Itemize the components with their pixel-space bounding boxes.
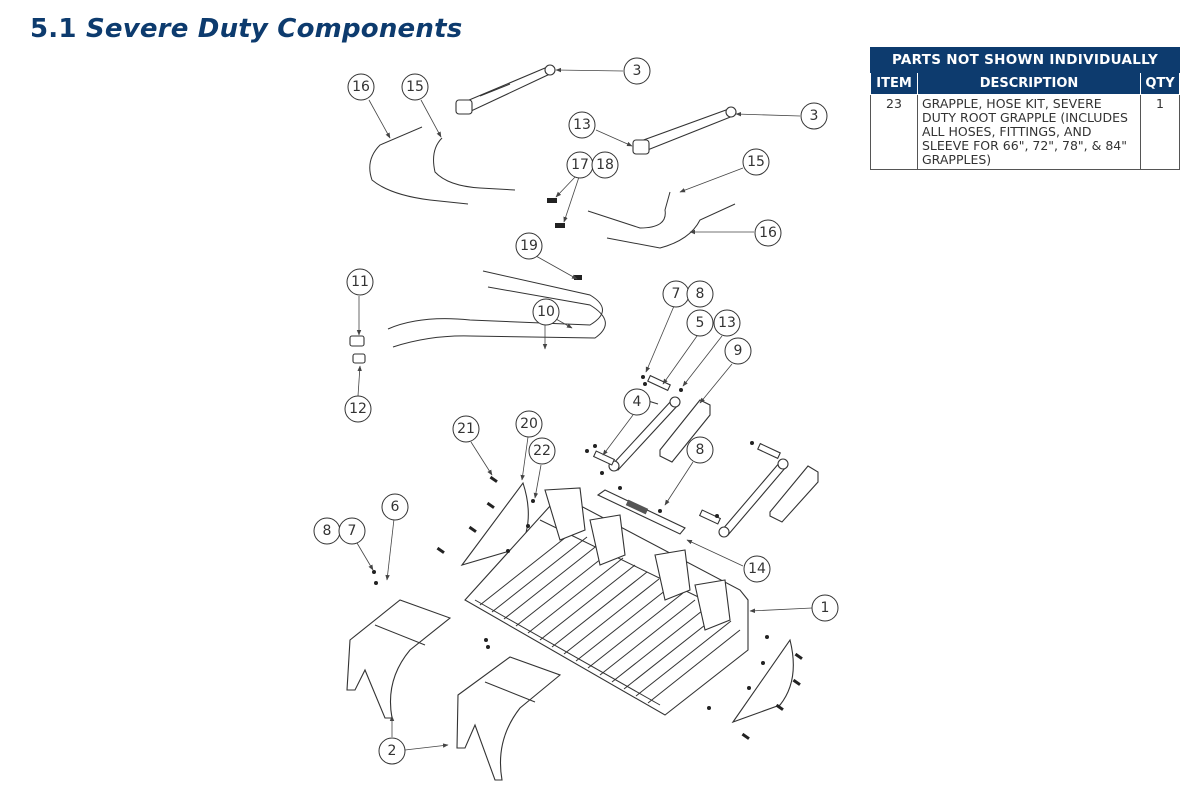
svg-text:18: 18 [596, 157, 614, 173]
svg-text:14: 14 [748, 561, 766, 577]
callout-12: 12 [344, 395, 372, 423]
svg-text:21: 21 [457, 421, 475, 437]
fittings [547, 198, 565, 228]
callout-15-left: 15 [401, 73, 429, 101]
side-plate-right [731, 638, 794, 724]
svg-text:15: 15 [406, 79, 424, 95]
hoses-upper-right [587, 191, 736, 249]
section-title: Severe Duty Components [85, 14, 463, 44]
svg-text:20: 20 [520, 416, 538, 432]
row-qty: 1 [1140, 94, 1180, 170]
grapple-frame [464, 487, 749, 716]
svg-text:22: 22 [533, 443, 551, 459]
callout-6: 6 [381, 493, 409, 521]
callout-16-right: 16 [754, 219, 782, 247]
cylinder-top-right [632, 106, 737, 155]
grapple-arm-right [456, 656, 562, 781]
callout-17: 17 [566, 151, 594, 179]
svg-text:17: 17 [571, 157, 589, 173]
callout-14: 14 [743, 555, 771, 583]
svg-text:5: 5 [696, 315, 705, 331]
svg-text:11: 11 [351, 274, 369, 290]
callout-1: 1 [811, 594, 839, 622]
svg-text:7: 7 [348, 523, 357, 539]
svg-text:15: 15 [747, 154, 765, 170]
cylinder-mid [592, 374, 681, 472]
svg-text:13: 13 [573, 117, 591, 133]
callout-5: 5 [686, 309, 714, 337]
callout-8-left: 8 [313, 517, 341, 545]
cylinder-top-left [455, 64, 556, 115]
callout-7-mid: 7 [662, 280, 690, 308]
callout-10: 10 [532, 298, 560, 326]
callout-11: 11 [346, 268, 374, 296]
callout-15-right: 15 [742, 148, 770, 176]
table-caption: PARTS NOT SHOWN INDIVIDUALLY [870, 47, 1180, 73]
svg-text:9: 9 [734, 343, 743, 359]
callout-3-right: 3 [800, 102, 828, 130]
header-item: ITEM [870, 72, 918, 95]
cylinder-right [698, 442, 819, 538]
parts-not-shown-table: PARTS NOT SHOWN INDIVIDUALLY ITEM DESCRI… [870, 47, 1180, 170]
svg-text:16: 16 [759, 225, 777, 241]
svg-text:10: 10 [537, 304, 555, 320]
callout-13-mid: 13 [713, 309, 741, 337]
svg-text:19: 19 [520, 238, 538, 254]
hardware-dots [372, 375, 803, 740]
svg-text:16: 16 [352, 79, 370, 95]
svg-text:1: 1 [821, 600, 830, 616]
callout-19: 19 [515, 232, 543, 260]
callout-21: 21 [452, 415, 480, 443]
table-row: 23 GRAPPLE, HOSE KIT, SEVERE DUTY ROOT G… [870, 94, 1180, 170]
svg-text:3: 3 [633, 63, 642, 79]
callout-20: 20 [515, 410, 543, 438]
svg-text:7: 7 [672, 286, 681, 302]
callout-2: 2 [378, 737, 406, 765]
callout-18: 18 [591, 151, 619, 179]
svg-text:12: 12 [349, 401, 367, 417]
leader-lines [356, 67, 813, 751]
row-description: GRAPPLE, HOSE KIT, SEVERE DUTY ROOT GRAP… [917, 94, 1141, 170]
svg-text:8: 8 [696, 442, 705, 458]
grapple-arm-left [346, 599, 452, 719]
section-number: 5.1 [30, 14, 77, 44]
hoses-middle [387, 270, 606, 348]
svg-text:3: 3 [810, 108, 819, 124]
callout-7-left: 7 [338, 517, 366, 545]
hoses-upper-left [369, 126, 516, 205]
svg-text:8: 8 [323, 523, 332, 539]
callout-8-mid: 8 [686, 280, 714, 308]
svg-text:4: 4 [633, 394, 642, 410]
couplers [349, 335, 366, 364]
callout-8-lower: 8 [686, 436, 714, 464]
page-title: 5.1 Severe Duty Components [30, 14, 462, 44]
svg-text:6: 6 [391, 499, 400, 515]
callout-13-top: 13 [568, 111, 596, 139]
callout-16-left: 16 [347, 73, 375, 101]
svg-text:13: 13 [718, 315, 736, 331]
svg-text:8: 8 [696, 286, 705, 302]
svg-text:2: 2 [388, 743, 397, 759]
header-qty: QTY [1140, 72, 1180, 95]
callout-9: 9 [724, 337, 752, 365]
callout-22: 22 [528, 437, 556, 465]
callout-3-top: 3 [623, 57, 651, 85]
hose-cover-14 [596, 489, 686, 535]
callout-4: 4 [623, 388, 651, 416]
